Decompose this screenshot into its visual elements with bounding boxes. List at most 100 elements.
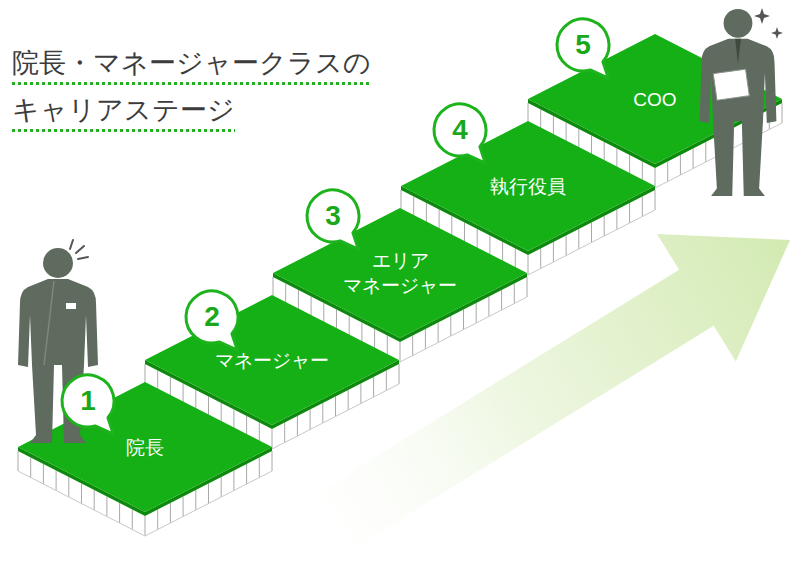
surprise-mark bbox=[70, 240, 73, 249]
step-leg bbox=[540, 249, 541, 269]
step-leg bbox=[311, 297, 312, 317]
step-leg bbox=[553, 116, 554, 136]
step-leg bbox=[629, 203, 630, 223]
step-leg bbox=[195, 490, 196, 510]
step-leg bbox=[336, 310, 337, 330]
step-leg bbox=[450, 316, 451, 336]
step-leg bbox=[604, 216, 605, 236]
step-leg bbox=[464, 223, 465, 243]
diagram-title: 院長・マネージャークラスの キャリアステージ bbox=[12, 40, 432, 134]
step-leg bbox=[743, 123, 744, 143]
step-leg bbox=[655, 190, 656, 210]
step-leg bbox=[413, 197, 414, 217]
step-leg bbox=[667, 162, 668, 182]
necktie bbox=[735, 39, 741, 64]
step-leg bbox=[477, 229, 478, 249]
step-leg bbox=[731, 129, 732, 149]
step-leg bbox=[756, 116, 757, 136]
step-leg bbox=[246, 416, 247, 436]
step-leg bbox=[488, 297, 489, 317]
step-leg bbox=[769, 110, 770, 130]
step-leg bbox=[56, 471, 57, 491]
figure-head bbox=[43, 248, 73, 278]
step-leg bbox=[18, 451, 19, 471]
step-leg bbox=[528, 103, 529, 123]
step-leg bbox=[553, 242, 554, 262]
step-leg bbox=[616, 210, 617, 230]
step-leg bbox=[322, 403, 323, 423]
callout-bubble bbox=[307, 190, 359, 249]
step-leg bbox=[298, 290, 299, 310]
step-leg bbox=[426, 203, 427, 223]
step-leg bbox=[272, 429, 273, 449]
documents bbox=[713, 69, 749, 100]
step-leg bbox=[297, 416, 298, 436]
step-leg bbox=[616, 149, 617, 169]
step-leg bbox=[642, 197, 643, 217]
step-leg bbox=[323, 303, 324, 323]
figure-head bbox=[724, 9, 753, 38]
step-leg bbox=[335, 397, 336, 417]
step-leg bbox=[195, 390, 196, 410]
step-leg bbox=[386, 371, 387, 391]
step-leg bbox=[106, 497, 107, 517]
step-leg bbox=[438, 323, 439, 343]
step-leg bbox=[425, 329, 426, 349]
career-step: 院長 bbox=[18, 382, 272, 512]
name-badge bbox=[66, 303, 76, 309]
step-leg bbox=[145, 516, 146, 536]
step-leg bbox=[515, 249, 516, 269]
step-leg bbox=[400, 342, 401, 362]
callout-number: 5 bbox=[556, 18, 610, 72]
step-leg bbox=[680, 155, 681, 175]
step-leg bbox=[566, 236, 567, 256]
step-leg bbox=[259, 423, 260, 443]
step-leg bbox=[591, 136, 592, 156]
step-leg bbox=[629, 155, 630, 175]
callout-number: 4 bbox=[433, 103, 487, 157]
step-leg bbox=[208, 397, 209, 417]
step-leg bbox=[310, 410, 311, 430]
callout-number: 1 bbox=[61, 374, 115, 428]
step-leg bbox=[221, 477, 222, 497]
step-leg bbox=[412, 336, 413, 356]
step-leg bbox=[183, 497, 184, 517]
step-leg bbox=[528, 255, 529, 275]
step-leg bbox=[718, 136, 719, 156]
step-leg bbox=[705, 142, 706, 162]
step-leg bbox=[604, 142, 605, 162]
callout-number: 3 bbox=[306, 189, 360, 243]
step-leg bbox=[348, 390, 349, 410]
step-leg bbox=[693, 149, 694, 169]
step-leg bbox=[30, 458, 31, 478]
step-leg bbox=[501, 290, 502, 310]
step-leg bbox=[439, 210, 440, 230]
step-leg bbox=[285, 284, 286, 304]
step-leg bbox=[782, 103, 783, 123]
step-leg bbox=[81, 484, 82, 504]
surprise-marks bbox=[70, 240, 88, 259]
step-leg bbox=[94, 490, 95, 510]
step-leg bbox=[183, 384, 184, 404]
step-leg bbox=[578, 129, 579, 149]
surprise-mark bbox=[76, 246, 84, 253]
sparkle bbox=[754, 8, 770, 24]
step-leg bbox=[170, 377, 171, 397]
step-leg bbox=[527, 277, 528, 297]
step-leg bbox=[221, 403, 222, 423]
step-leg bbox=[451, 216, 452, 236]
step-leg bbox=[361, 323, 362, 343]
coat-line bbox=[44, 281, 54, 365]
step-leg bbox=[259, 458, 260, 478]
step-leg bbox=[233, 471, 234, 491]
step-leg bbox=[642, 162, 643, 182]
step-leg bbox=[145, 364, 146, 384]
sparkle bbox=[771, 27, 783, 39]
step-leg bbox=[578, 229, 579, 249]
step-leg bbox=[273, 277, 274, 297]
step-leg bbox=[132, 510, 133, 530]
step-leg bbox=[373, 377, 374, 397]
